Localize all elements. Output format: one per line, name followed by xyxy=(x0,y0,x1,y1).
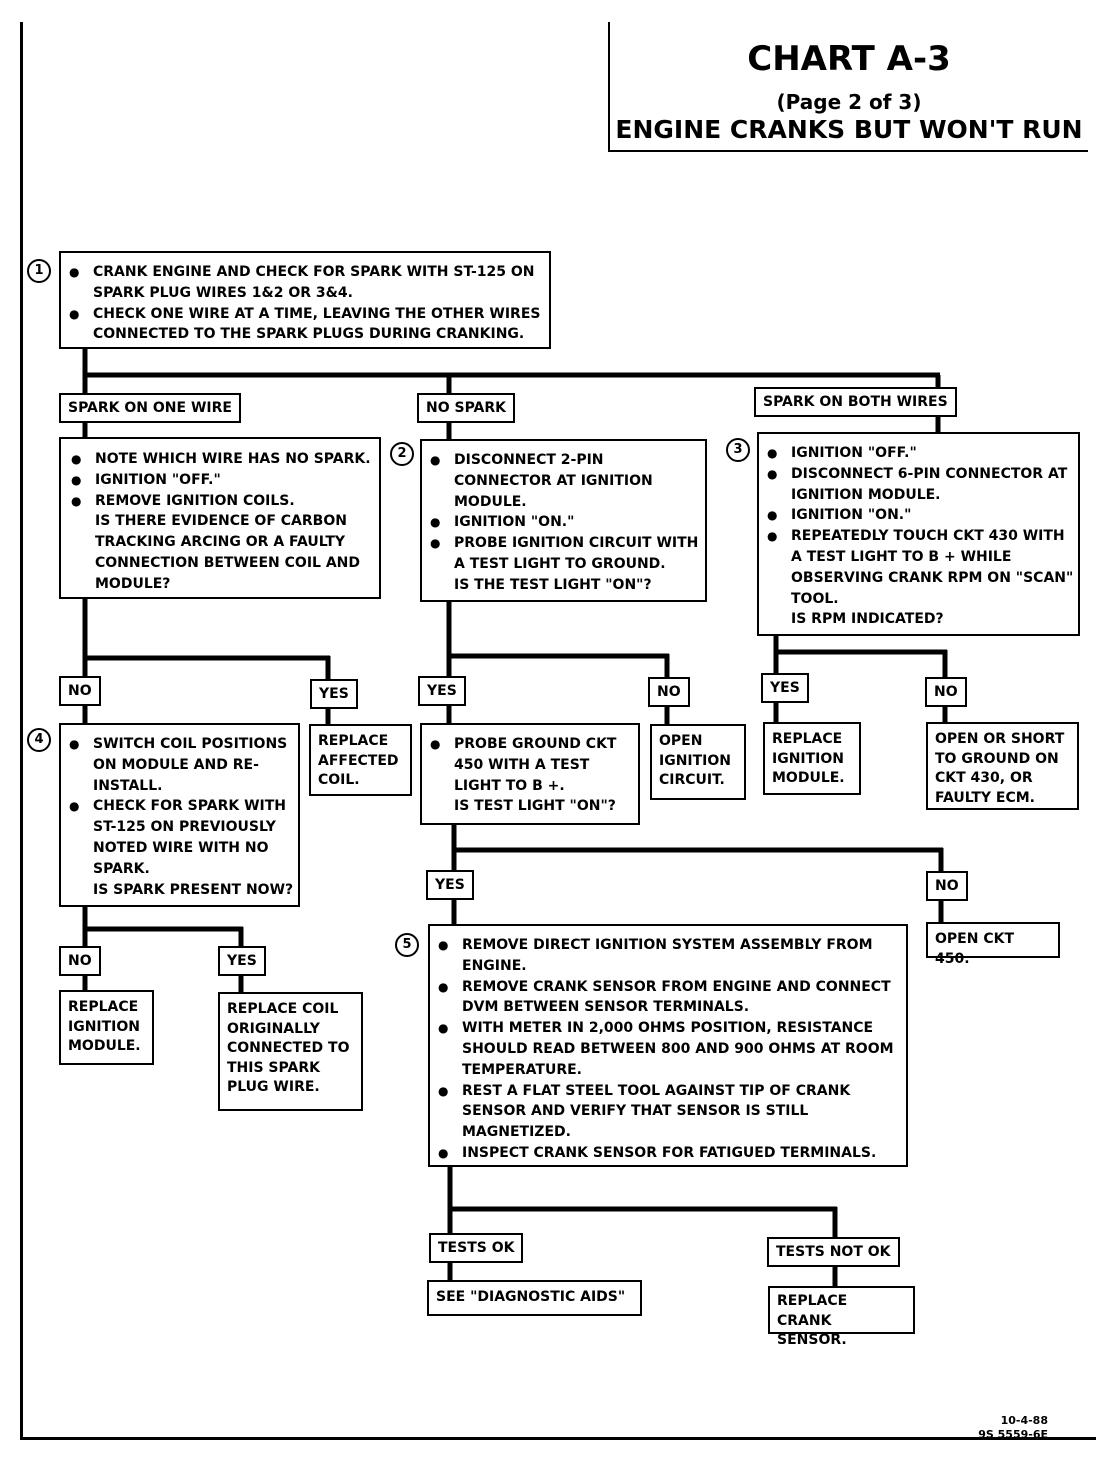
chart-subject: ENGINE CRANKS BUT WON'T RUN xyxy=(615,115,1083,144)
label-yes: YES xyxy=(218,946,266,976)
result-open-ignition-circuit: OPEN IGNITION CIRCUIT. xyxy=(650,724,746,800)
label-no: NO xyxy=(59,946,101,976)
label-no: NO xyxy=(59,676,101,706)
step-4-marker: 4 xyxy=(27,728,51,752)
one-wire-item: IGNITION "OFF." xyxy=(65,470,375,491)
step-3-question: IS RPM INDICATED? xyxy=(791,611,944,628)
page-indicator: (Page 2 of 3) xyxy=(776,90,922,114)
probe-item: PROBE GROUND CKT 450 WITH A TEST LIGHT T… xyxy=(424,734,634,796)
step-1-item: CHECK ONE WIRE AT A TIME, LEAVING THE OT… xyxy=(63,304,545,346)
result-see-diagnostic-aids: SEE "DIAGNOSTIC AIDS" xyxy=(427,1280,642,1316)
result-replace-crank-sensor: REPLACE CRANK SENSOR. xyxy=(768,1286,915,1348)
step-5-marker: 5 xyxy=(395,933,419,957)
result-replace-ignition-module: REPLACE IGNITION MODULE. xyxy=(763,722,861,795)
step-4-item: SWITCH COIL POSITIONS ON MODULE AND RE-I… xyxy=(63,734,294,796)
one-wire-item: REMOVE IGNITION COILS. xyxy=(65,491,375,512)
result-replace-coil: REPLACE COIL ORIGINALLY CONNECTED TO THI… xyxy=(218,992,363,1111)
result-replace-ignition-module-2: REPLACE IGNITION MODULE. xyxy=(59,990,154,1065)
step-2-item: DISCONNECT 2-PIN CONNECTOR AT IGNITION M… xyxy=(424,450,701,512)
step-5-item: REMOVE DIRECT IGNITION SYSTEM ASSEMBLY F… xyxy=(432,935,902,977)
footer-codes: 10-4-88 9S 5559-6E xyxy=(976,1414,1048,1442)
step-5-item: WITH METER IN 2,000 OHMS POSITION, RESIS… xyxy=(432,1018,902,1080)
label-yes: YES xyxy=(310,679,358,709)
label-yes: YES xyxy=(426,870,474,900)
chart-title: CHART A-3 xyxy=(747,39,951,79)
label-yes: YES xyxy=(761,673,809,703)
step-1-marker: 1 xyxy=(27,259,51,283)
box-probe-ground: PROBE GROUND CKT 450 WITH A TEST LIGHT T… xyxy=(420,723,640,825)
label-no-spark: NO SPARK xyxy=(417,393,516,423)
title-block: CHART A-3 (Page 2 of 3) ENGINE CRANKS BU… xyxy=(608,22,1088,152)
footer-code: 9S 5559-6E xyxy=(978,1428,1048,1441)
label-no: NO xyxy=(925,677,967,707)
step-5-item: REMOVE CRANK SENSOR FROM ENGINE AND CONN… xyxy=(432,977,902,1019)
step-2-marker: 2 xyxy=(390,442,414,466)
step-3-item: IGNITION "ON." xyxy=(761,505,1074,526)
step-3-item: IGNITION "OFF." xyxy=(761,443,1074,464)
step-4-question: IS SPARK PRESENT NOW? xyxy=(93,881,294,898)
label-no: NO xyxy=(648,677,690,707)
box-step-3: IGNITION "OFF." DISCONNECT 6-PIN CONNECT… xyxy=(757,432,1080,636)
step-5-item: REST A FLAT STEEL TOOL AGAINST TIP OF CR… xyxy=(432,1081,902,1143)
step-5-item: INSPECT CRANK SENSOR FOR FATIGUED TERMIN… xyxy=(432,1143,902,1164)
footer-date: 10-4-88 xyxy=(1000,1414,1048,1427)
one-wire-question: IS THERE EVIDENCE OF CARBON TRACKING ARC… xyxy=(95,513,360,592)
one-wire-item: NOTE WHICH WIRE HAS NO SPARK. xyxy=(65,449,375,470)
step-4-item: CHECK FOR SPARK WITH ST-125 ON PREVIOUSL… xyxy=(63,796,294,879)
step-2-item: PROBE IGNITION CIRCUIT WITH A TEST LIGHT… xyxy=(424,533,701,575)
step-3-marker: 3 xyxy=(726,438,750,462)
step-3-item: DISCONNECT 6-PIN CONNECTOR AT IGNITION M… xyxy=(761,464,1074,506)
result-open-ckt-450: OPEN CKT 450. xyxy=(926,922,1060,967)
step-3-item: REPEATEDLY TOUCH CKT 430 WITH A TEST LIG… xyxy=(761,526,1074,609)
result-open-or-short: OPEN OR SHORT TO GROUND ON CKT 430, OR F… xyxy=(926,722,1079,810)
box-step-2: DISCONNECT 2-PIN CONNECTOR AT IGNITION M… xyxy=(420,439,707,602)
box-step-5: REMOVE DIRECT IGNITION SYSTEM ASSEMBLY F… xyxy=(428,924,908,1167)
probe-question: IS TEST LIGHT "ON"? xyxy=(454,798,616,815)
step-2-question: IS THE TEST LIGHT "ON"? xyxy=(454,576,652,593)
label-yes: YES xyxy=(418,676,466,706)
page-frame xyxy=(20,22,1096,1440)
result-replace-affected-coil: REPLACE AFFECTED COIL. xyxy=(309,724,412,796)
box-spark-one-wire: NOTE WHICH WIRE HAS NO SPARK. IGNITION "… xyxy=(59,437,381,599)
label-tests-not-ok: TESTS NOT OK xyxy=(767,1237,900,1267)
label-tests-ok: TESTS OK xyxy=(429,1233,524,1263)
box-step-1: CRANK ENGINE AND CHECK FOR SPARK WITH ST… xyxy=(59,251,551,349)
box-step-4: SWITCH COIL POSITIONS ON MODULE AND RE-I… xyxy=(59,723,300,907)
step-1-item: CRANK ENGINE AND CHECK FOR SPARK WITH ST… xyxy=(63,262,545,304)
label-no: NO xyxy=(926,871,968,901)
label-spark-on-one-wire: SPARK ON ONE WIRE xyxy=(59,393,241,423)
label-spark-on-both-wires: SPARK ON BOTH WIRES xyxy=(754,387,957,417)
step-2-item: IGNITION "ON." xyxy=(424,512,701,533)
